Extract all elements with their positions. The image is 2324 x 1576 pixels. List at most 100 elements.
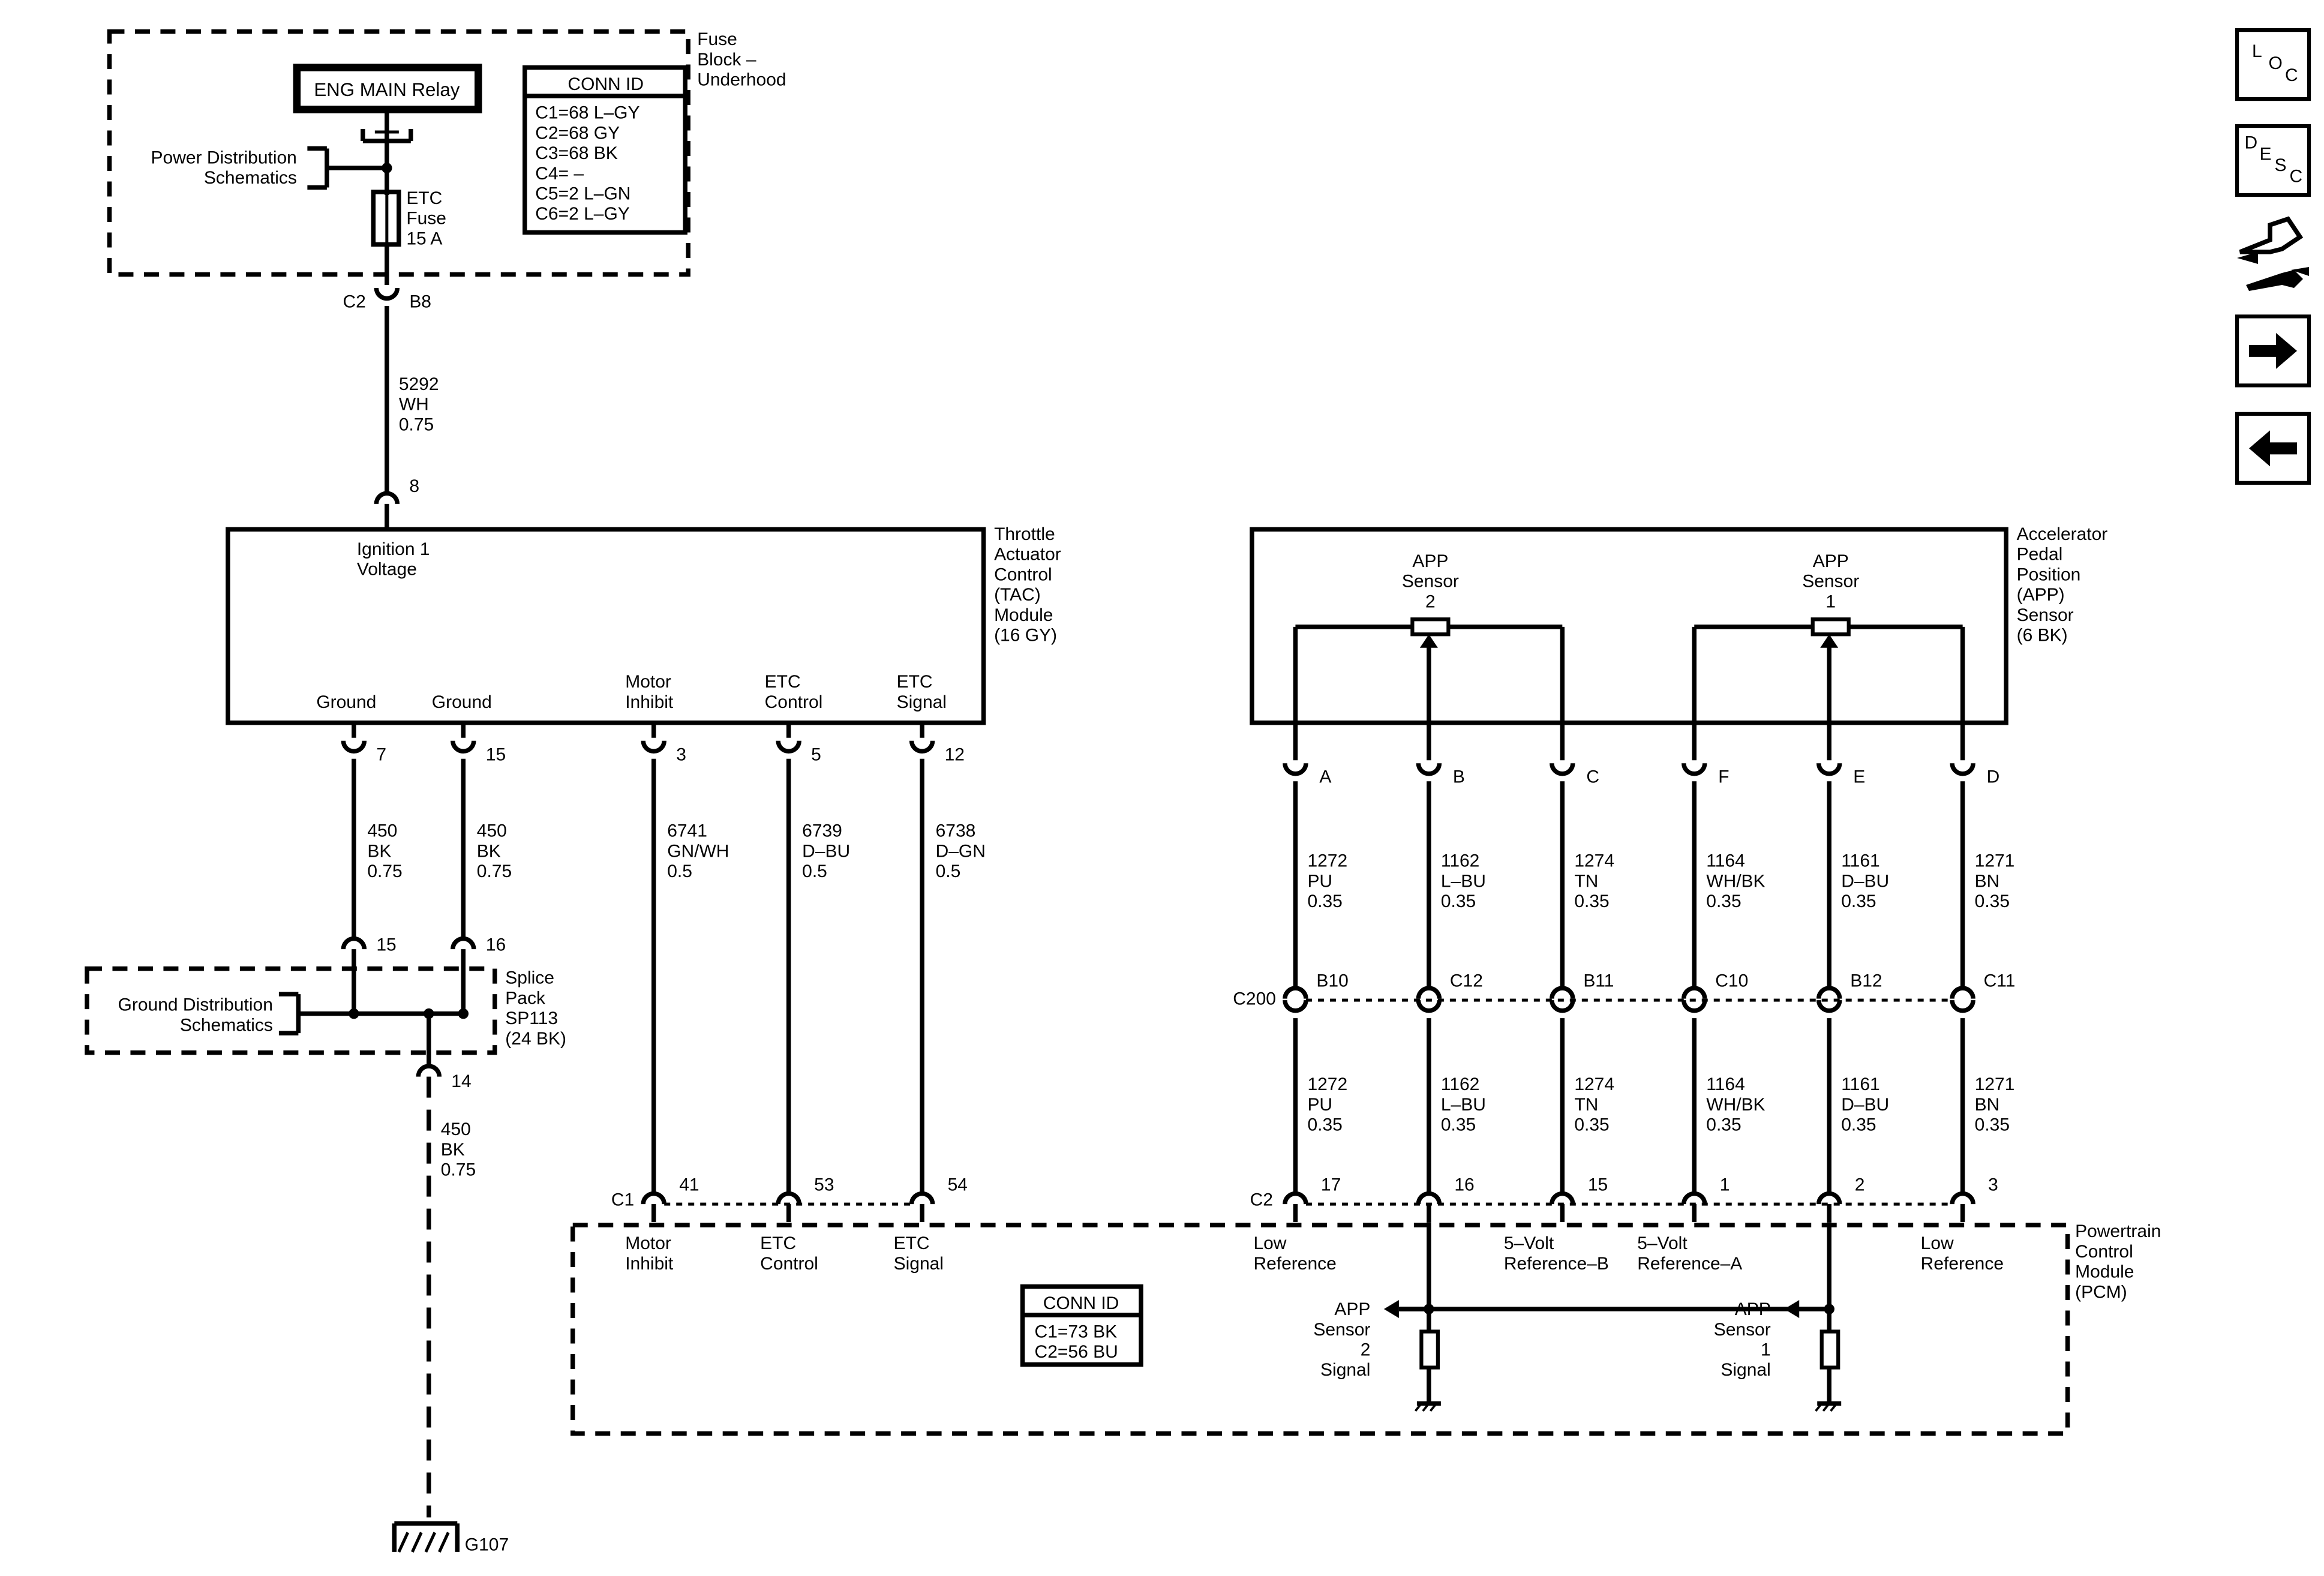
fuse-block-title: Underhood xyxy=(697,70,786,90)
pcm-pin-label: 5–Volt xyxy=(1637,1233,1688,1253)
desc-button[interactable] xyxy=(2235,124,2311,197)
tac-pin-connector xyxy=(451,740,476,754)
power-distribution-label: Power Distribution xyxy=(151,148,297,168)
etc-fuse-label: ETC xyxy=(406,188,442,208)
c200-pin xyxy=(1283,986,1308,999)
power-distribution-label: Schematics xyxy=(204,168,297,188)
wire-circuit: 1274 xyxy=(1574,851,1614,871)
wire-size: 0.35 xyxy=(1706,1115,1741,1135)
app-sensor-1-label: APP xyxy=(1813,551,1849,571)
conn-id-row: C5=2 L–GN xyxy=(535,184,630,204)
c200-pin xyxy=(1816,986,1842,999)
c200-pin xyxy=(1416,986,1442,999)
splice-pack-title: (24 BK) xyxy=(505,1029,566,1049)
wire-circuit: 1272 xyxy=(1307,1074,1347,1094)
connector-pin-label: 17 xyxy=(1321,1175,1341,1195)
wire-circuit: 1272 xyxy=(1307,851,1347,871)
app2-signal-label: Sensor xyxy=(1313,1320,1370,1340)
pcm-c1-label: Motor xyxy=(625,1233,671,1253)
loc-letter: O xyxy=(2269,53,2283,73)
splice-dot xyxy=(458,1008,469,1019)
wire-circuit: 450 xyxy=(477,821,507,841)
conn-id-row: C1=73 BK xyxy=(1035,1322,1118,1342)
wire-color: BK xyxy=(367,841,391,861)
wire-size: 0.35 xyxy=(1307,1115,1342,1135)
app-sensor-title: Accelerator xyxy=(2017,524,2108,544)
ground-hatch xyxy=(1830,1403,1838,1412)
tac-pin-label: Ground xyxy=(316,692,376,712)
app-pin-connector xyxy=(1283,763,1308,776)
connector-label: C2 xyxy=(343,292,365,311)
pcm-c2-pin xyxy=(1816,1191,1842,1205)
loc-button[interactable] xyxy=(2235,28,2311,101)
wire-size: 0.75 xyxy=(367,861,402,881)
wire-circuit: 1164 xyxy=(1706,851,1744,871)
c200-pin-label: C11 xyxy=(1984,971,2016,991)
conn-id-row: C2=56 BU xyxy=(1035,1342,1118,1362)
tac-module-title: (TAC) xyxy=(994,585,1041,605)
pcm-c2-pin xyxy=(1950,1191,1975,1205)
connector-pin-label: 1 xyxy=(1720,1175,1730,1195)
connector-pin-label: C xyxy=(1586,767,1599,787)
connector-pin-label: 12 xyxy=(945,745,965,764)
pcm-pin-label: Low xyxy=(1253,1233,1286,1253)
splice-dot xyxy=(382,163,392,173)
connector-pin-label: A xyxy=(1319,767,1331,787)
splice-pack-title: Pack xyxy=(505,988,546,1008)
tac-pin-connector xyxy=(641,740,666,754)
arrow-right-icon xyxy=(2249,332,2298,369)
wire-color: WH/BK xyxy=(1706,871,1765,891)
wire-size: 0.75 xyxy=(399,415,434,434)
app2-signal-label: APP xyxy=(1334,1299,1370,1319)
desc-letter: S xyxy=(2275,155,2287,175)
wire-size: 0.5 xyxy=(802,861,827,881)
wire-color: D–BU xyxy=(1841,871,1889,891)
pcm-c1-label: Signal xyxy=(894,1254,944,1274)
tac-pin-label: Ground xyxy=(432,692,492,712)
connector-pin-label: 54 xyxy=(948,1175,968,1195)
ground-hatch xyxy=(1422,1403,1430,1412)
wire-circuit: 1161 xyxy=(1841,1074,1879,1094)
tac-pin-label: Control xyxy=(765,692,823,712)
c200-pin-label: B11 xyxy=(1583,971,1614,991)
app-sensor-box xyxy=(1250,527,2008,725)
connector-pin-label: 3 xyxy=(676,745,686,764)
connector-label: C2 xyxy=(1250,1190,1273,1210)
tac-module-title: Actuator xyxy=(994,545,1061,565)
wire-circuit: 6741 xyxy=(667,821,707,841)
app-pin-connector xyxy=(1416,763,1442,776)
tac-module-box xyxy=(226,527,986,725)
connector-pin-label: 15 xyxy=(486,745,506,764)
conn-id-row: C3=68 BK xyxy=(535,143,618,163)
connector-pin-label: B xyxy=(1453,767,1465,787)
wire-color: BK xyxy=(477,841,501,861)
arrow-left-icon xyxy=(2249,430,2298,467)
tac-pin-label: Inhibit xyxy=(625,692,674,712)
app1-pulldown-resistor xyxy=(1819,1329,1840,1370)
ground-hatch xyxy=(1429,1403,1437,1412)
ground-hatch xyxy=(1414,1403,1422,1412)
wire-circuit: 5292 xyxy=(399,374,439,394)
pcm-title: Powertrain xyxy=(2075,1221,2161,1241)
app2-signal-label: 2 xyxy=(1361,1340,1371,1360)
pcm-conn-id-box xyxy=(1020,1284,1143,1367)
app1-signal-label: APP xyxy=(1735,1299,1771,1319)
connector-wrench-icon[interactable] xyxy=(2237,216,2310,291)
wire-size: 0.35 xyxy=(1307,891,1342,911)
wire-color: D–GN xyxy=(936,841,986,861)
connector-pin-label: 2 xyxy=(1855,1175,1865,1195)
pcm-box xyxy=(571,1223,2070,1436)
pcm-title: Module xyxy=(2075,1262,2134,1282)
c200-pin xyxy=(1550,986,1575,999)
wire-size: 0.75 xyxy=(441,1160,476,1180)
wire-size: 0.5 xyxy=(936,861,961,881)
ignition-voltage-label: Ignition 1 xyxy=(357,539,430,559)
app2-pulldown-resistor xyxy=(1419,1329,1440,1370)
tac-pin-label: ETC xyxy=(765,672,801,692)
pcm-title: Control xyxy=(2075,1242,2133,1262)
connector-pin-label: 16 xyxy=(486,935,506,955)
app-sensor-2-label: APP xyxy=(1412,551,1448,571)
app1-signal-label: Sensor xyxy=(1714,1320,1771,1340)
